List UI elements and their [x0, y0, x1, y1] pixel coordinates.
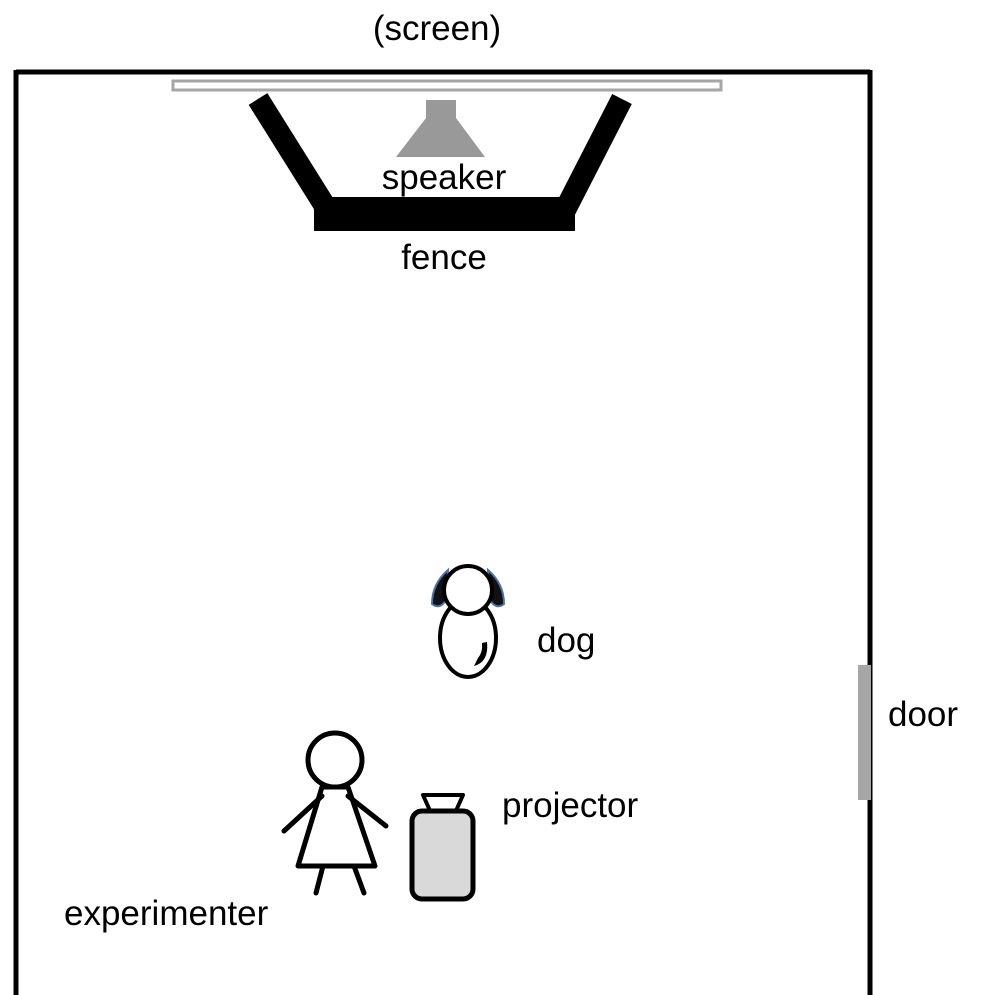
fence-label: fence — [401, 238, 487, 277]
fence-left-arm — [248, 93, 340, 220]
fence — [248, 93, 632, 231]
dog-head — [442, 564, 494, 616]
experimenter-label: experimenter — [64, 894, 269, 933]
projector-icon — [409, 793, 476, 902]
room-walls — [13, 69, 873, 995]
experimenter-dress — [295, 784, 378, 869]
dog-icon — [430, 564, 506, 679]
projector-body — [409, 808, 476, 902]
door-label: door — [888, 695, 958, 734]
speaker-icon — [396, 100, 485, 157]
fence-base — [314, 197, 575, 231]
screen-label: (screen) — [373, 9, 501, 48]
experimenter-arm-left — [281, 793, 325, 834]
speaker-cone — [396, 118, 485, 157]
dog-label: dog — [537, 621, 595, 660]
experimenter-arm-right — [345, 793, 389, 829]
screen-bar — [171, 79, 723, 92]
experimenter-leg-left — [313, 863, 326, 896]
dog-tail — [474, 642, 488, 666]
experimenter-head — [305, 730, 365, 790]
fence-right-arm — [553, 93, 632, 220]
projector-label: projector — [502, 786, 639, 825]
speaker-neck — [426, 100, 456, 120]
screen — [171, 79, 723, 92]
door — [858, 665, 871, 800]
experimenter-leg-right — [351, 863, 367, 896]
experimenter-icon — [281, 730, 389, 896]
speaker-label: speaker — [382, 158, 507, 197]
